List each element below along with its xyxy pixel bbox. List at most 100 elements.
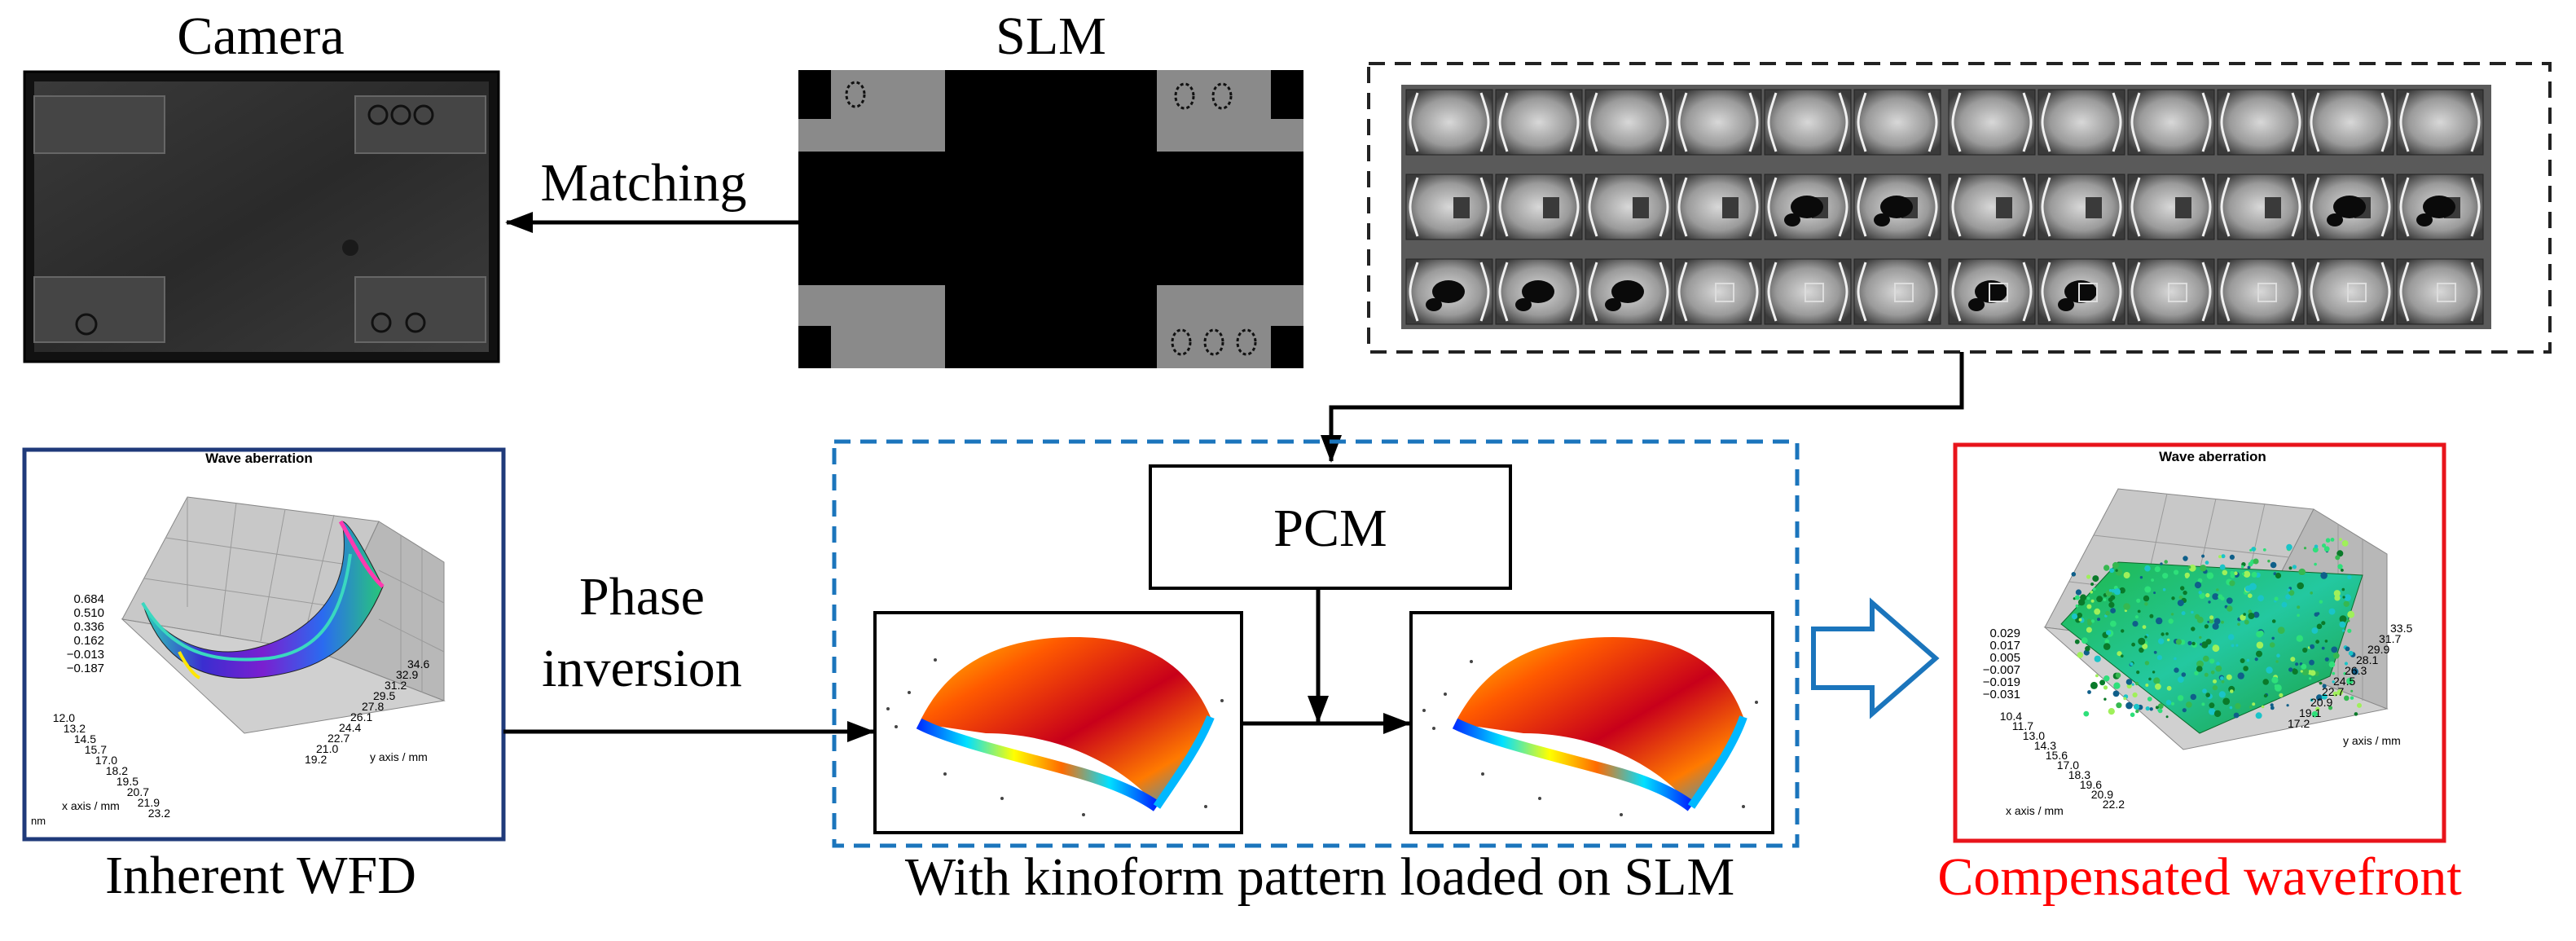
x-tick-label: 11.7 <box>2012 719 2033 732</box>
compensated-y-label: y axis / mm <box>2343 734 2401 747</box>
z-tick-label: −0.031 <box>1983 688 2020 701</box>
x-tick-label: 18.2 <box>106 764 128 777</box>
y-tick-label: 22.7 <box>2322 685 2344 698</box>
z-tick-label: −0.187 <box>67 662 104 675</box>
hologram-tile <box>2217 258 2305 325</box>
y-tick-label: 22.7 <box>327 732 349 745</box>
inherent-surface-plot <box>121 496 446 734</box>
z-tick-label: 0.684 <box>73 592 104 606</box>
compensated-surface-plot <box>2043 488 2389 750</box>
hologram-tile <box>1585 174 1673 240</box>
x-tick-label: 21.9 <box>138 796 160 809</box>
compensated-plot-title: Wave aberration <box>2159 449 2266 464</box>
hologram-tile <box>2127 174 2215 240</box>
x-tick-label: 22.2 <box>2103 798 2125 811</box>
hologram-frame <box>1367 62 2552 354</box>
z-tick-label: −0.007 <box>1983 663 2020 677</box>
hologram-tile <box>1853 258 1941 325</box>
hologram-tile <box>1674 258 1762 325</box>
compensated-title: Compensated wavefront <box>1937 847 2461 907</box>
pcm-label: PCM <box>1273 499 1387 558</box>
hologram-to-pcm-arrow <box>1321 352 1964 463</box>
slm-title: SLM <box>996 7 1106 66</box>
phase-inversion-label-line1: Phase <box>579 567 705 627</box>
hologram-tile <box>2396 89 2484 156</box>
x-tick-label: 17.0 <box>95 754 117 767</box>
hologram-tile <box>2038 89 2125 156</box>
hologram-tile <box>1853 89 1941 156</box>
hologram-tile <box>1674 174 1762 240</box>
x-tick-label: 17.0 <box>2057 759 2079 772</box>
hologram-tile <box>1405 174 1493 240</box>
hologram-tile <box>1764 89 1852 156</box>
y-tick-label: 17.2 <box>2288 717 2310 730</box>
kinoform-surface-after <box>1409 611 1774 834</box>
y-tick-label: 31.2 <box>385 679 407 692</box>
x-tick-label: 10.4 <box>2000 710 2022 723</box>
hologram-tile <box>1405 89 1493 156</box>
x-tick-label: 15.7 <box>85 743 107 756</box>
y-tick-label: 33.5 <box>2390 622 2412 635</box>
hologram-tile <box>1948 174 2036 240</box>
x-tick-label: 13.2 <box>64 722 86 735</box>
hologram-tile <box>1495 174 1583 240</box>
y-tick-label: 26.3 <box>2345 664 2367 677</box>
x-tick-label: 14.5 <box>74 732 96 745</box>
y-tick-label: 28.1 <box>2356 653 2378 666</box>
hologram-tile <box>2127 89 2215 156</box>
y-tick-label: 29.5 <box>373 689 395 702</box>
z-tick-label: 0.029 <box>1989 627 2020 640</box>
x-tick-label: 13.0 <box>2023 729 2045 742</box>
y-tick-label: 19.1 <box>2299 706 2321 719</box>
compensated-y-ticks: 33.531.729.928.126.324.522.720.919.117.2 <box>2288 622 2412 730</box>
x-tick-label: 12.0 <box>53 711 75 724</box>
phase-inversion-label-line2: inversion <box>542 639 742 698</box>
camera-title: Camera <box>177 7 344 66</box>
inherent-plot-title: Wave aberration <box>205 451 313 466</box>
inherent-unit-label: nm <box>31 815 46 827</box>
pcm-box <box>1149 464 1512 590</box>
x-tick-label: 19.6 <box>2080 778 2102 791</box>
y-tick-label: 26.1 <box>350 710 372 723</box>
x-tick-label: 18.3 <box>2068 768 2090 781</box>
y-tick-label: 29.9 <box>2367 643 2389 656</box>
hologram-tile <box>1585 89 1673 156</box>
compensated-x-ticks: 10.411.713.014.315.617.018.319.620.922.2 <box>2000 710 2125 811</box>
x-tick-label: 19.5 <box>116 775 138 788</box>
kinoform-frame <box>832 439 1800 848</box>
matching-label: Matching <box>541 153 747 213</box>
kinoform-title: With kinoform pattern loaded on SLM <box>905 847 1734 907</box>
y-tick-label: 34.6 <box>407 657 429 671</box>
hologram-tile <box>1674 89 1762 156</box>
inherent-y-ticks: 34.632.931.229.527.826.124.422.721.019.2 <box>305 657 429 766</box>
hologram-tile <box>2038 174 2125 240</box>
hologram-grid <box>1401 85 2491 329</box>
hologram-tile <box>1495 89 1583 156</box>
hologram-tile <box>1948 89 2036 156</box>
compensated-x-label: x axis / mm <box>2006 804 2064 817</box>
y-tick-label: 24.5 <box>2333 675 2355 688</box>
z-tick-label: 0.017 <box>1989 639 2020 653</box>
z-tick-label: 0.005 <box>1989 651 2020 665</box>
hologram-tile <box>2217 174 2305 240</box>
hologram-tile <box>2217 89 2305 156</box>
hologram-tile <box>1764 258 1852 325</box>
x-tick-label: 15.6 <box>2046 749 2068 762</box>
y-tick-label: 19.2 <box>305 753 327 766</box>
kinoform-surface-before <box>873 611 1243 834</box>
z-tick-label: 0.336 <box>73 620 104 634</box>
y-tick-label: 20.9 <box>2310 696 2332 709</box>
camera-image <box>23 70 500 363</box>
z-tick-label: −0.013 <box>67 648 104 662</box>
x-tick-label: 20.9 <box>2091 788 2113 801</box>
z-tick-label: −0.019 <box>1983 675 2020 689</box>
inherent-title: Inherent WFD <box>105 846 416 905</box>
hologram-tile <box>2306 89 2394 156</box>
inherent-x-label: x axis / mm <box>62 799 120 812</box>
x-tick-label: 20.7 <box>127 785 149 798</box>
hologram-tile <box>2306 258 2394 325</box>
inherent-x-ticks: 12.013.214.515.717.018.219.520.721.923.2 <box>53 711 170 820</box>
